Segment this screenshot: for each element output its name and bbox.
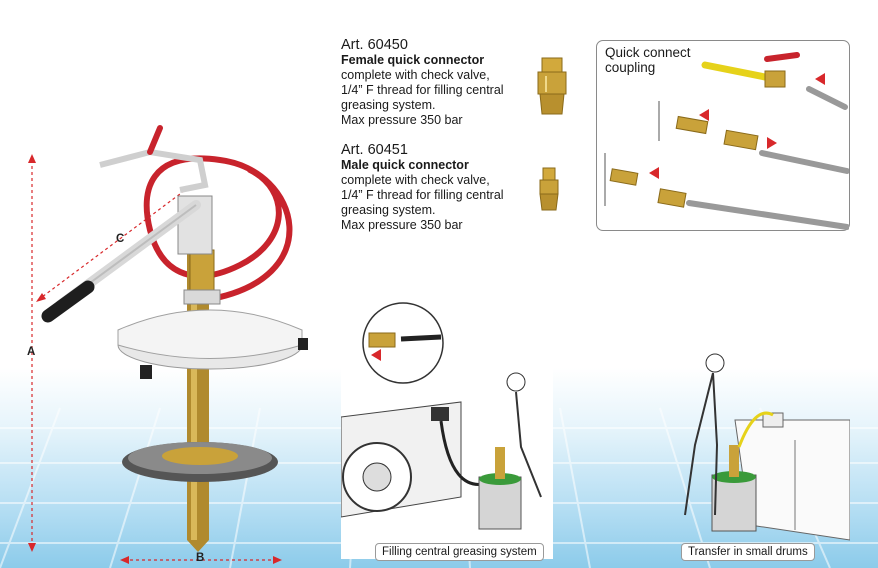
product-desc-line: Max pressure 350 bar xyxy=(341,113,463,127)
dimension-lines xyxy=(28,154,282,564)
product-desc-line: complete with check valve, xyxy=(341,173,490,187)
coupling-diagram xyxy=(604,52,849,230)
filling-caption: Filling central greasing system xyxy=(375,543,544,561)
product-name: Male quick connector xyxy=(341,158,469,172)
filling-scene: Filling central greasing system xyxy=(341,297,553,561)
filling-scene-drawing xyxy=(341,302,553,559)
panel-title-line: Quick connect xyxy=(605,45,691,60)
product-desc-line: complete with check valve, xyxy=(341,68,490,82)
product-60451: Art. 60451 Male quick connector complete… xyxy=(341,143,504,233)
quick-connect-panel: Quick connect coupling xyxy=(596,40,850,231)
transfer-caption: Transfer in small drums xyxy=(681,543,815,561)
product-art-number: Art. 60450 xyxy=(341,37,408,53)
product-desc-line: greasing system. xyxy=(341,98,436,112)
panel-title-line: coupling xyxy=(605,60,656,75)
transfer-scene: Transfer in small drums xyxy=(655,345,850,561)
dimension-b-label: B xyxy=(196,552,205,564)
female-connector-image xyxy=(537,57,567,115)
transfer-scene-drawing xyxy=(684,353,850,541)
dimension-a-label: A xyxy=(27,346,36,358)
product-desc-line: 1/4” F thread for filling central xyxy=(341,83,504,97)
product-desc-line: Max pressure 350 bar xyxy=(341,218,463,232)
product-name: Female quick connector xyxy=(341,53,485,67)
product-desc-line: 1/4” F thread for filling central xyxy=(341,188,504,202)
grease-pump-illustration xyxy=(41,125,308,552)
product-art-number: Art. 60451 xyxy=(341,142,408,158)
dimension-c-label: C xyxy=(116,233,125,245)
product-60450: Art. 60450 Female quick connector comple… xyxy=(341,38,504,128)
panel-title: Quick connect coupling xyxy=(605,45,691,75)
product-desc-line: greasing system. xyxy=(341,203,436,217)
male-connector-image xyxy=(539,167,559,211)
